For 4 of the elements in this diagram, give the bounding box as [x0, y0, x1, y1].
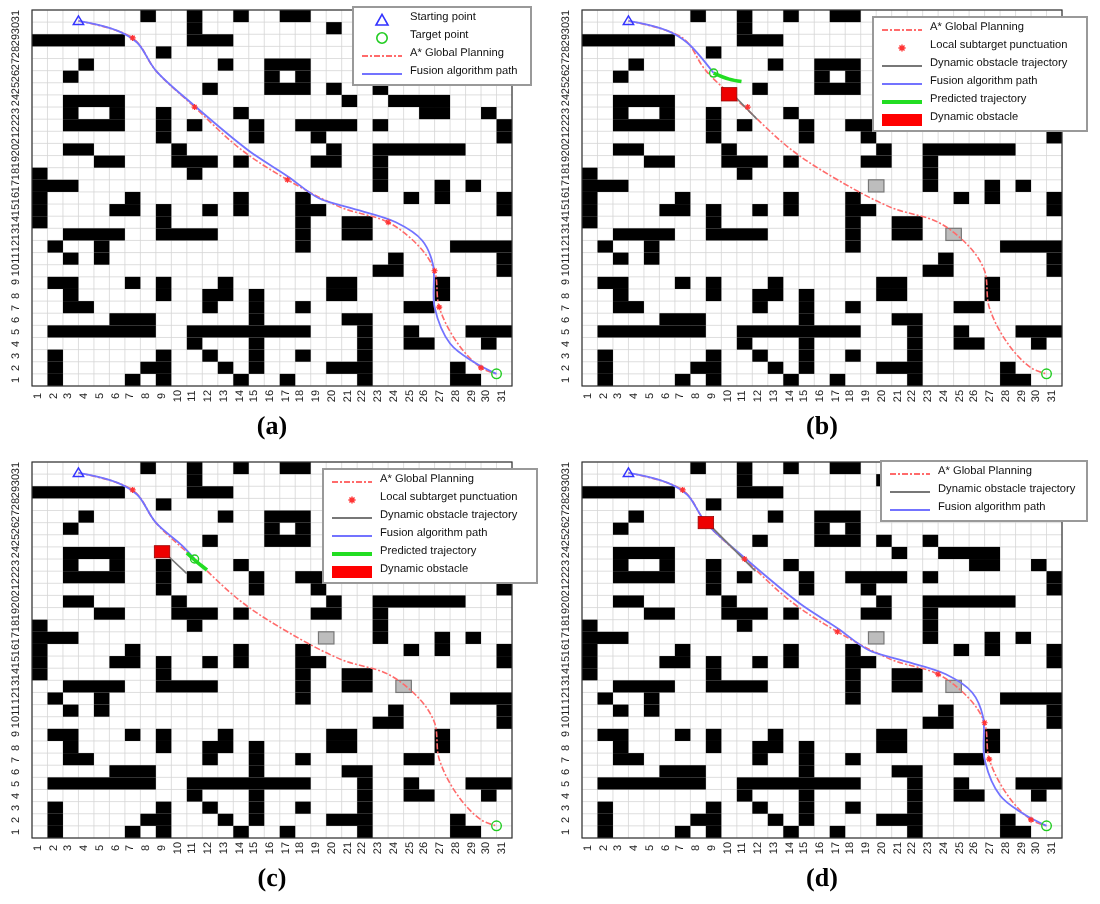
panel-label: (c): [257, 864, 287, 890]
panel-label: (a): [256, 412, 288, 438]
panel-label: (b): [806, 412, 838, 438]
panel-label: (d): [806, 864, 838, 890]
